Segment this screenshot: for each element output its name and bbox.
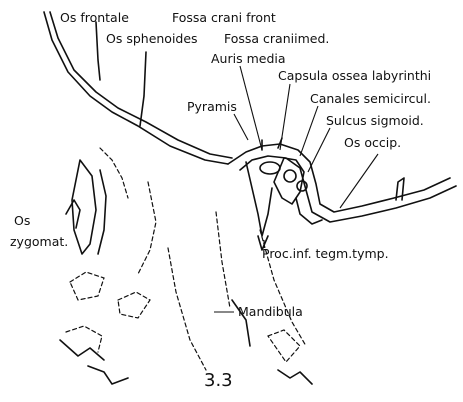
label-fossa-crani-front: Fossa crani front (172, 10, 276, 25)
zygomatic-bone (66, 160, 106, 254)
label-os-occip: Os occip. (344, 135, 401, 150)
label-capsula-ossea-labyrinthi: Capsula ossea labyrinthi (278, 68, 431, 83)
label-os-zygomat-line1: Os (14, 213, 30, 228)
label-os-frontale: Os frontale (60, 10, 129, 25)
label-proc-inf-tegm-tymp: Proc.inf. tegm.tymp. (262, 246, 389, 261)
label-os-zygomat-line2: zygomat. (10, 234, 68, 249)
label-os-sphenoides: Os sphenoides (106, 31, 198, 46)
label-sulcus-sigmoid: Sulcus sigmoid. (326, 113, 424, 128)
label-canales-semicircul: Canales semicircul. (310, 91, 431, 106)
label-fossa-craniimed: Fossa craniimed. (224, 31, 329, 46)
label-pyramis: Pyramis (187, 99, 237, 114)
figure-number: 3.3 (204, 370, 233, 391)
label-mandibula: Mandibula (238, 304, 303, 319)
petrous-region (246, 138, 322, 250)
label-auris-media: Auris media (211, 51, 286, 66)
